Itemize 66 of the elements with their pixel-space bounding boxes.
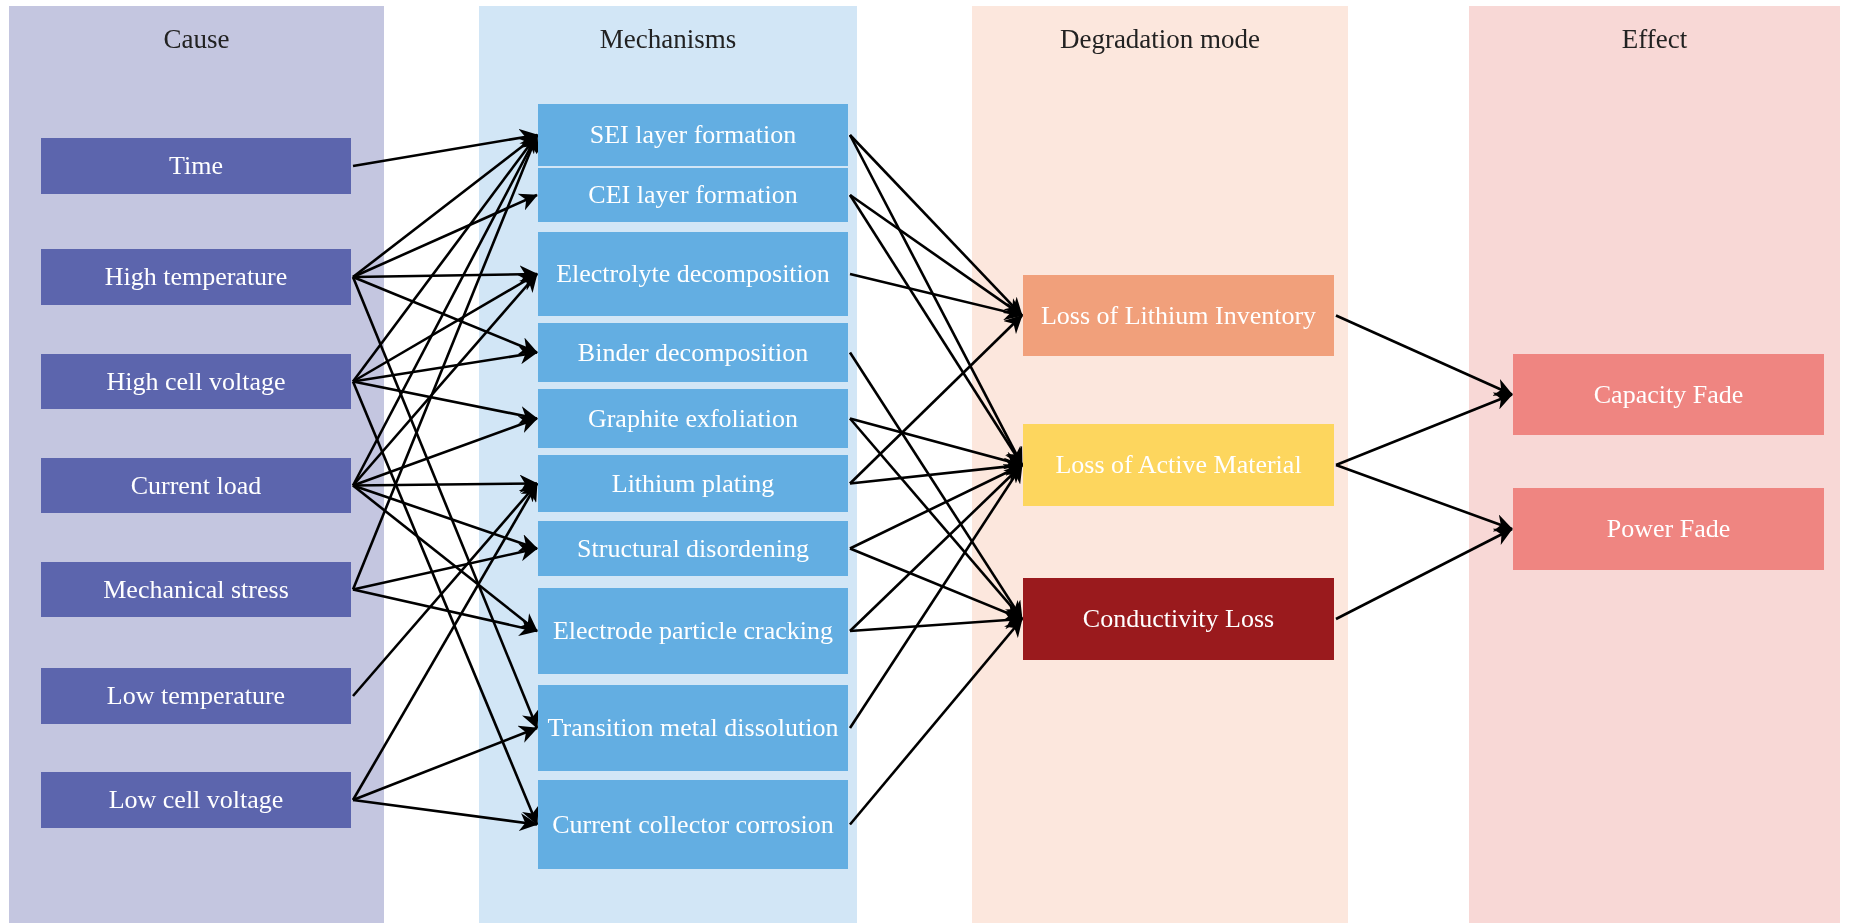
arrow — [849, 611, 1023, 633]
arrow — [352, 484, 538, 633]
arrow — [849, 193, 1023, 317]
column-band — [1469, 6, 1840, 923]
cause-box: Mechanical stress — [41, 562, 351, 617]
arrow — [848, 464, 1024, 729]
column-band — [9, 6, 384, 923]
arrow — [352, 275, 538, 355]
arrow — [849, 547, 1023, 621]
arrow — [352, 128, 538, 168]
arrow — [351, 381, 539, 826]
arrow — [849, 314, 1023, 485]
arrow — [351, 276, 539, 729]
cause-box: High cell voltage — [41, 354, 351, 409]
arrow — [848, 194, 1024, 466]
arrow — [849, 134, 1023, 317]
arrow — [351, 134, 539, 590]
arrow — [352, 380, 538, 424]
degradation-mode-box: Loss of Lithium Inventory — [1023, 275, 1334, 356]
arrow — [1335, 463, 1513, 532]
arrow — [849, 464, 1023, 632]
column-band — [479, 6, 857, 923]
arrow — [848, 351, 1024, 620]
cause-box: Current load — [41, 458, 351, 513]
mechanism-box: CEI layer formation — [538, 168, 848, 222]
arrow — [1335, 392, 1513, 467]
cause-box: Low temperature — [41, 668, 351, 724]
arrow — [351, 482, 539, 801]
arrow — [352, 482, 538, 697]
degradation-mode-box: Conductivity Loss — [1023, 578, 1334, 660]
mechanism-box: Transition metal dissolution — [538, 685, 848, 771]
arrow — [352, 588, 538, 637]
arrow — [352, 725, 538, 802]
cause-box: High temperature — [41, 249, 351, 305]
mechanism-box: Structural disordening — [538, 521, 848, 576]
effect-box: Power Fade — [1513, 488, 1824, 570]
column-band — [972, 6, 1348, 923]
arrow — [352, 273, 538, 487]
mechanism-box: Electrolyte decomposition — [538, 232, 848, 316]
arrow — [849, 618, 1023, 826]
degradation-mode-box: Loss of Active Material — [1023, 424, 1334, 506]
cause-box: Low cell voltage — [41, 772, 351, 828]
mechanism-box: Graphite exfoliation — [538, 389, 848, 448]
arrow — [1335, 314, 1513, 396]
arrow — [352, 193, 538, 279]
mechanism-box: Current collector corrosion — [538, 780, 848, 869]
arrow — [849, 272, 1023, 321]
mechanism-box: Lithium plating — [538, 455, 848, 512]
mechanism-box: Binder decomposition — [538, 323, 848, 382]
effect-box: Capacity Fade — [1513, 354, 1824, 435]
arrow — [352, 415, 538, 487]
column-heading: Effect — [1620, 24, 1689, 55]
arrow — [352, 484, 538, 552]
arrow — [849, 463, 1023, 550]
arrow — [353, 474, 538, 493]
arrow — [352, 543, 538, 591]
arrow — [352, 272, 538, 383]
cause-box: Time — [41, 138, 351, 194]
column-heading: Mechanisms — [598, 24, 738, 55]
column-heading: Cause — [162, 24, 231, 55]
mechanism-box: Electrode particle cracking — [538, 588, 848, 674]
arrow — [352, 798, 538, 832]
column-heading: Degradation mode — [1058, 24, 1262, 55]
arrow — [1335, 527, 1513, 621]
mechanism-box: SEI layer formation — [538, 104, 848, 166]
arrow — [849, 417, 1023, 620]
